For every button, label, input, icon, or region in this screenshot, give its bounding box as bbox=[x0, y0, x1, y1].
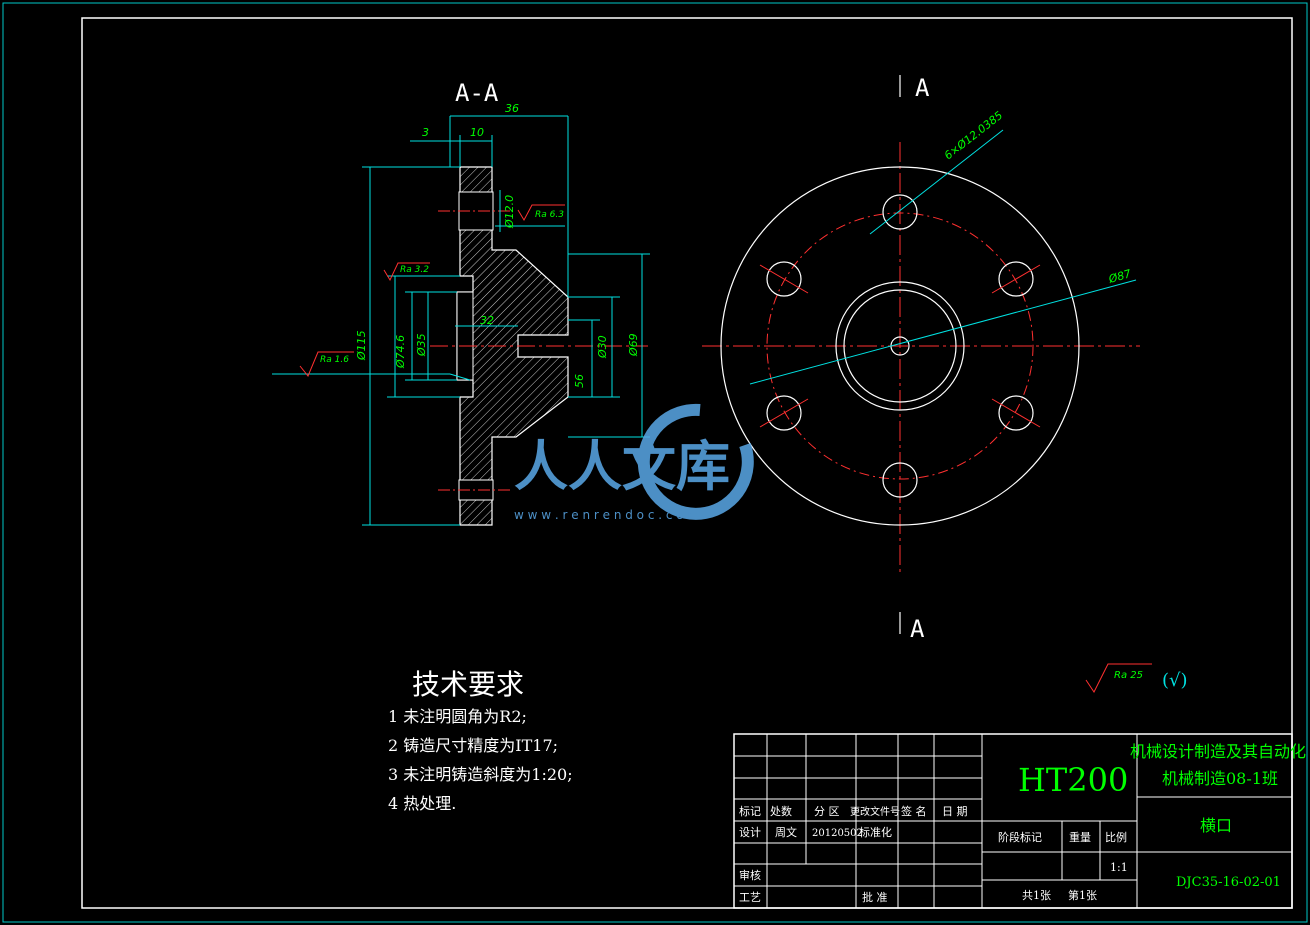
bolt-hole-5 bbox=[766, 395, 802, 431]
roughness-6-3: Ra 6.3 bbox=[535, 210, 564, 220]
tech-req-heading: 技术要求 bbox=[412, 668, 524, 701]
bolt-circle bbox=[766, 212, 1034, 480]
watermark-logo-icon bbox=[637, 403, 754, 520]
material: HT200 bbox=[1018, 761, 1128, 799]
bolt-hole-3 bbox=[998, 395, 1034, 431]
approve-label: 批 准 bbox=[862, 890, 888, 904]
rev-header-date: 日 期 bbox=[942, 805, 968, 818]
section-view: A-A bbox=[272, 79, 650, 526]
rev-header-zone: 分 区 bbox=[814, 805, 840, 818]
weight-label: 重量 bbox=[1069, 830, 1091, 844]
inner-border bbox=[81, 17, 1293, 909]
sheet-number: 第1张 bbox=[1068, 888, 1097, 902]
designer-name: 周文 bbox=[775, 825, 797, 839]
bore bbox=[456, 291, 474, 381]
dim-10: 10 bbox=[470, 126, 484, 139]
dim-d12: Ø12.0 bbox=[503, 195, 516, 229]
part-name: 横口 bbox=[1200, 816, 1232, 835]
stage-label: 阶段标记 bbox=[998, 830, 1042, 844]
dim-32: 32 bbox=[480, 314, 494, 327]
hub-outer bbox=[835, 281, 965, 411]
dim-d87: Ø87 bbox=[1106, 267, 1132, 286]
tech-req-item-2: 2 铸造尺寸精度为IT17; bbox=[388, 736, 558, 755]
watermark: 人人文库 w w w . r e n r e n d o c . c o m bbox=[514, 403, 754, 522]
dim-d30: Ø30 bbox=[596, 335, 609, 359]
section-mark-top: A bbox=[915, 74, 930, 102]
dim-3: 3 bbox=[422, 126, 429, 139]
roughness-3-2: Ra 3.2 bbox=[400, 265, 429, 275]
drawing-number: DJC35-16-02-01 bbox=[1176, 875, 1281, 890]
scale-value: 1:1 bbox=[1110, 861, 1128, 874]
hub-inner bbox=[843, 289, 957, 403]
design-label: 设计 bbox=[739, 826, 761, 839]
section-view-title: A-A bbox=[455, 79, 499, 107]
rev-header-mark: 标记 bbox=[739, 804, 761, 818]
watermark-url: w w w . r e n r e n d o c . c o m bbox=[514, 508, 699, 522]
scale-label: 比例 bbox=[1105, 830, 1127, 844]
dim-d115: Ø115 bbox=[355, 330, 368, 361]
sheets-total: 共1张 bbox=[1022, 889, 1051, 902]
process-label: 工艺 bbox=[739, 891, 761, 904]
roughness-1-6: Ra 1.6 bbox=[320, 355, 349, 365]
design-date: 20120502 bbox=[812, 828, 863, 839]
front-view: A A 6×Ø12.0385 Ø87 bbox=[702, 74, 1140, 643]
review-label: 审核 bbox=[739, 868, 761, 882]
rev-header-count: 处数 bbox=[770, 805, 792, 818]
flange-outer bbox=[720, 166, 1080, 526]
dim-56: 56 bbox=[573, 374, 586, 388]
rev-header-sign: 签 名 bbox=[901, 804, 927, 818]
dim-36: 36 bbox=[505, 102, 519, 115]
title-block: 标记 处数 分 区 更改文件号 签 名 日 期 设计 周文 20120502 标… bbox=[733, 733, 1306, 909]
tech-req-item-1: 1 未注明圆角为R2; bbox=[388, 707, 527, 726]
dim-d35: Ø35 bbox=[415, 333, 428, 357]
bolt-hole-1 bbox=[882, 194, 918, 230]
standardize-label: 标准化 bbox=[859, 825, 892, 839]
watermark-logo-text: 人人文库 bbox=[514, 435, 730, 498]
dim-d69: Ø69 bbox=[627, 333, 640, 357]
school-line-2: 机械制造08-1班 bbox=[1162, 769, 1278, 788]
tech-req-item-3: 3 未注明铸造斜度为1:20; bbox=[388, 765, 573, 784]
general-roughness-value: Ra 25 bbox=[1114, 670, 1143, 681]
tech-requirements: 技术要求 1 未注明圆角为R2; 2 铸造尺寸精度为IT17; 3 未注明铸造斜… bbox=[388, 668, 573, 813]
school-line-1: 机械设计制造及其自动化 bbox=[1130, 742, 1306, 761]
bolt-hole-2 bbox=[998, 261, 1034, 297]
bolt-hole-6 bbox=[766, 261, 802, 297]
general-roughness: Ra 25 (√) bbox=[1085, 663, 1188, 693]
dim-d74: Ø74.6 bbox=[394, 335, 407, 369]
tech-req-item-4: 4 热处理. bbox=[388, 794, 456, 813]
rev-header-docno: 更改文件号 bbox=[850, 805, 900, 818]
general-roughness-suffix: (√) bbox=[1162, 670, 1188, 691]
bolt-hole-4 bbox=[882, 462, 918, 498]
section-mark-bottom: A bbox=[910, 615, 925, 643]
